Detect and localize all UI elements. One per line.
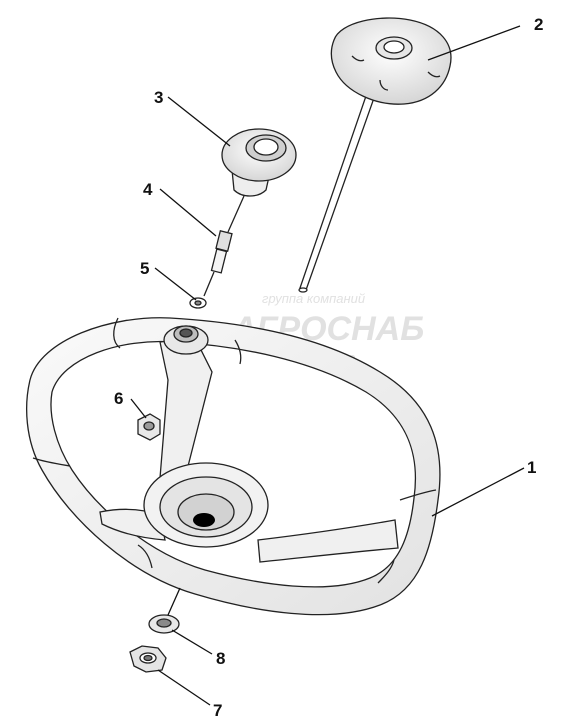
lower-nut-hole: [143, 654, 153, 662]
callout-7: 7: [213, 701, 222, 720]
leader-6: [130, 398, 147, 419]
leader-5: [154, 267, 197, 301]
leader-2: [427, 25, 521, 61]
knob: [221, 128, 297, 197]
knob-face: [253, 138, 279, 156]
center-hub-recess: [177, 493, 235, 531]
washer-hole: [194, 300, 202, 306]
lower-nut: [129, 645, 167, 673]
cap-notch: [379, 79, 389, 91]
lower-washer: [148, 614, 180, 634]
spoke-nut: [137, 413, 161, 441]
leader-1: [431, 467, 525, 517]
cap-stem: [299, 95, 375, 291]
callout-5: 5: [140, 259, 149, 278]
rim-seam: [113, 317, 121, 349]
cap-body: [330, 17, 452, 105]
callout-8: 8: [216, 649, 225, 668]
leader-3: [167, 96, 231, 147]
leader-7: [157, 669, 211, 706]
lower-washer-hole: [156, 618, 172, 628]
callout-4: 4: [143, 180, 153, 199]
spoke-nut-hole: [143, 421, 155, 431]
leader-4: [159, 188, 217, 237]
rim-seam: [399, 489, 437, 501]
callout-1: 1: [527, 458, 536, 477]
pin-tail: [203, 271, 215, 297]
pin-body: [210, 248, 228, 274]
cap-notch: [351, 55, 365, 62]
wheel-spoke-right: [257, 519, 399, 563]
center-hub-bore: [193, 513, 215, 527]
pin: [203, 195, 245, 297]
cap-with-stem: [298, 17, 452, 293]
spoke-hub-bore: [179, 328, 193, 338]
leader-8: [171, 629, 213, 655]
rim-seam: [32, 457, 71, 467]
cap-center-button: [383, 40, 405, 54]
callout-2: 2: [534, 15, 543, 34]
rim-seam: [137, 544, 153, 569]
callout-6: 6: [114, 389, 123, 408]
watermark-top-line: группа компаний: [262, 291, 365, 306]
cap-stem-end: [298, 287, 308, 293]
steering-wheel: [26, 317, 441, 616]
rim-seam: [234, 339, 242, 365]
pin-head: [215, 230, 233, 252]
rim-seam: [377, 559, 395, 584]
pin-rod: [227, 195, 245, 233]
axis-line: [167, 587, 181, 616]
cap-notch: [427, 71, 441, 78]
callout-3: 3: [154, 88, 163, 107]
